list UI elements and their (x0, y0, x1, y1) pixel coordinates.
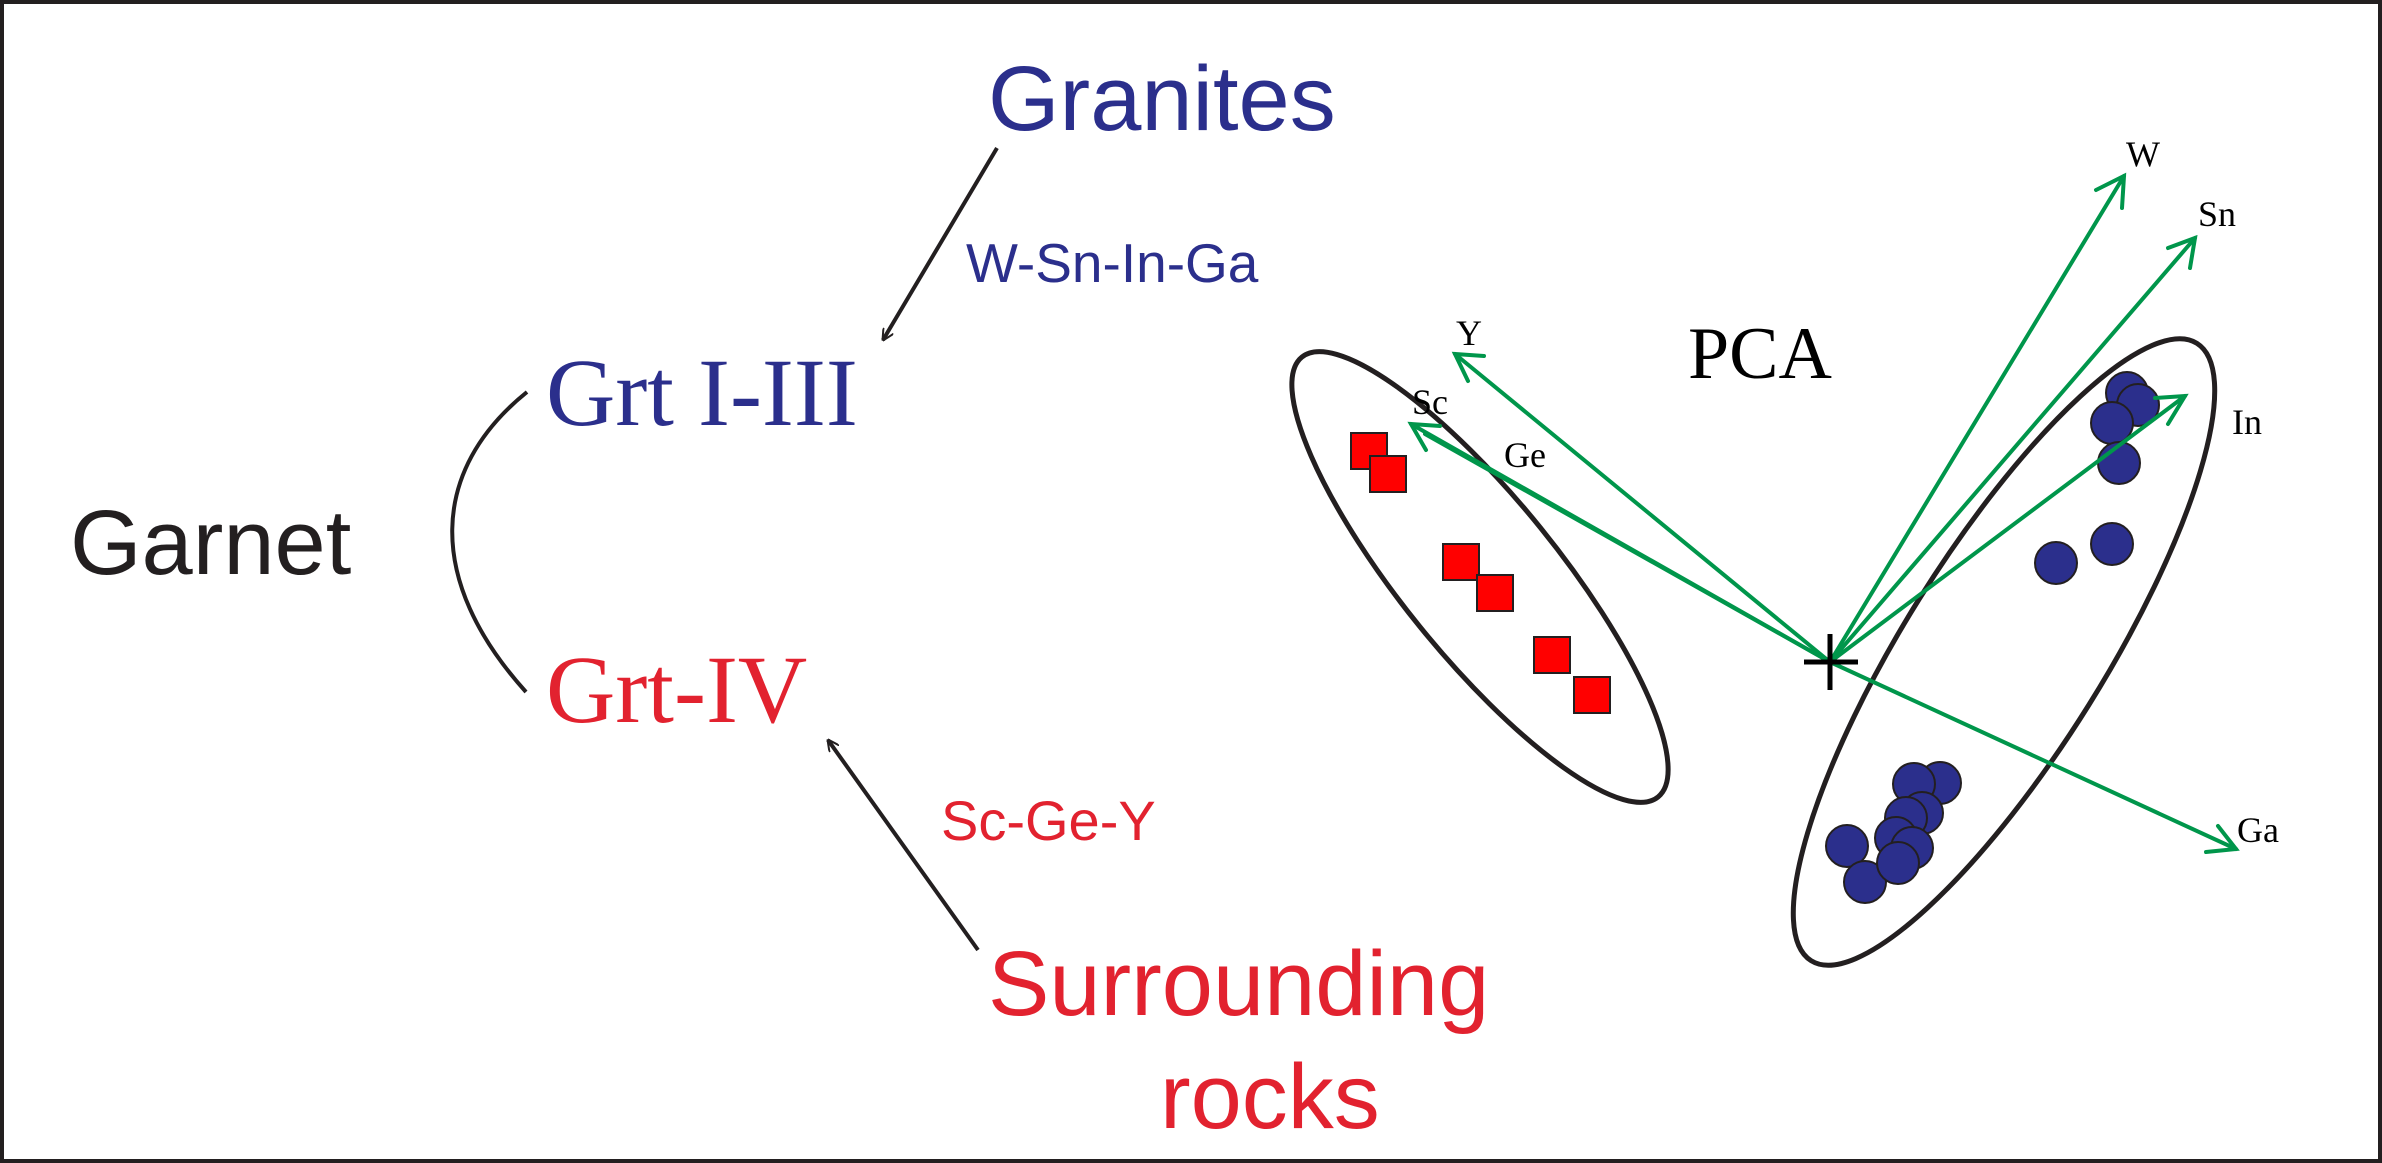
vector-ga-arrowhead (2204, 824, 2240, 854)
grt1-3-cluster-ellipse (1790, 336, 2218, 968)
grt4-samples (1350, 432, 1611, 714)
label-sn: Sn (2198, 194, 2236, 234)
label-y: Y (1456, 313, 1482, 353)
grt4-cluster-ellipse (1289, 349, 1671, 805)
grt1-3-samples (1825, 371, 2160, 904)
grt4-sample (1369, 455, 1407, 493)
vector-ge (1423, 432, 1832, 664)
vector-sc-arrowhead (1407, 421, 1442, 452)
grt1-3-sample (1843, 860, 1887, 904)
vector-in-arrowhead (2153, 393, 2189, 426)
grt1-3-sample (2090, 522, 2134, 566)
grt4-sample (1533, 636, 1571, 674)
granites-label: Granites (988, 48, 1336, 150)
w-sn-in-ga-label: W-Sn-In-Ga (966, 232, 1259, 294)
label-ga: Ga (2237, 810, 2279, 850)
garnet-bracket (450, 390, 529, 694)
vector-sn (1828, 236, 2197, 664)
garnet-label: Garnet (70, 492, 351, 594)
vector-w-arrowhead (2094, 172, 2127, 210)
surrounding-label: Surrounding (988, 933, 1489, 1035)
grt1-3-sample (1876, 841, 1920, 885)
grt-1-3-label: Grt I-III (546, 339, 858, 446)
vector-w (1828, 174, 2126, 664)
label-ge: Ge (1504, 435, 1546, 475)
arrow-granites-to-grt (881, 146, 999, 340)
rocks-label: rocks (1160, 1046, 1380, 1148)
vector-ga (1828, 660, 2238, 851)
grt1-3-sample (2097, 441, 2141, 485)
sc-ge-y-label: Sc-Ge-Y (941, 789, 1156, 852)
vector-in (1828, 394, 2187, 664)
pca-origin-marker (1804, 634, 1858, 690)
grt1-3-sample (1825, 824, 1869, 868)
vector-y-arrowhead (1451, 351, 1486, 383)
pca-title: PCA (1688, 313, 1832, 395)
vector-y (1453, 352, 1832, 664)
grt4-sample (1476, 574, 1514, 612)
arrow-rocks-to-grt4 (828, 740, 980, 952)
pca-loading-vectors (1407, 172, 2240, 854)
vector-sn-arrowhead (2166, 234, 2198, 270)
grt4-sample (1442, 543, 1480, 581)
grt4-sample (1573, 676, 1611, 714)
label-sc: Sc (1412, 382, 1448, 422)
grt-4-label: Grt-IV (546, 636, 807, 743)
label-in: In (2232, 402, 2262, 442)
grt1-3-sample (2034, 541, 2078, 585)
label-w: W (2126, 134, 2160, 174)
